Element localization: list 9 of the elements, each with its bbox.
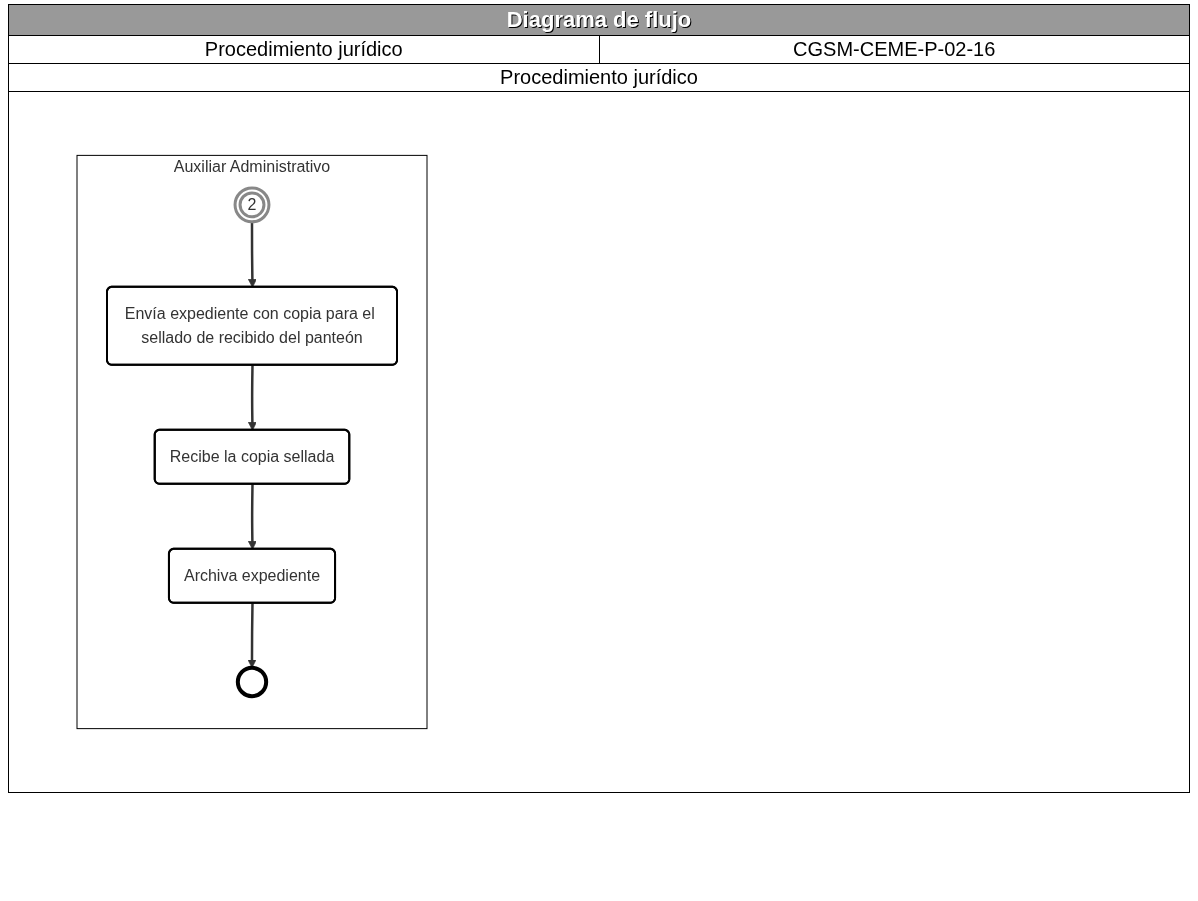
- diagram-title: Diagrama de flujo: [9, 5, 1189, 36]
- node-circle: 2: [233, 186, 271, 224]
- arrow: [248, 365, 257, 431]
- arrow: [248, 484, 257, 550]
- procedure-name: Procedimiento jurídico: [203, 37, 404, 62]
- node-circle: [235, 665, 269, 699]
- document-code: CGSM-CEME-P-02-16: [598, 36, 1189, 63]
- arrow: [248, 221, 257, 288]
- procedure-name: Procedimiento jurídico: [499, 65, 699, 90]
